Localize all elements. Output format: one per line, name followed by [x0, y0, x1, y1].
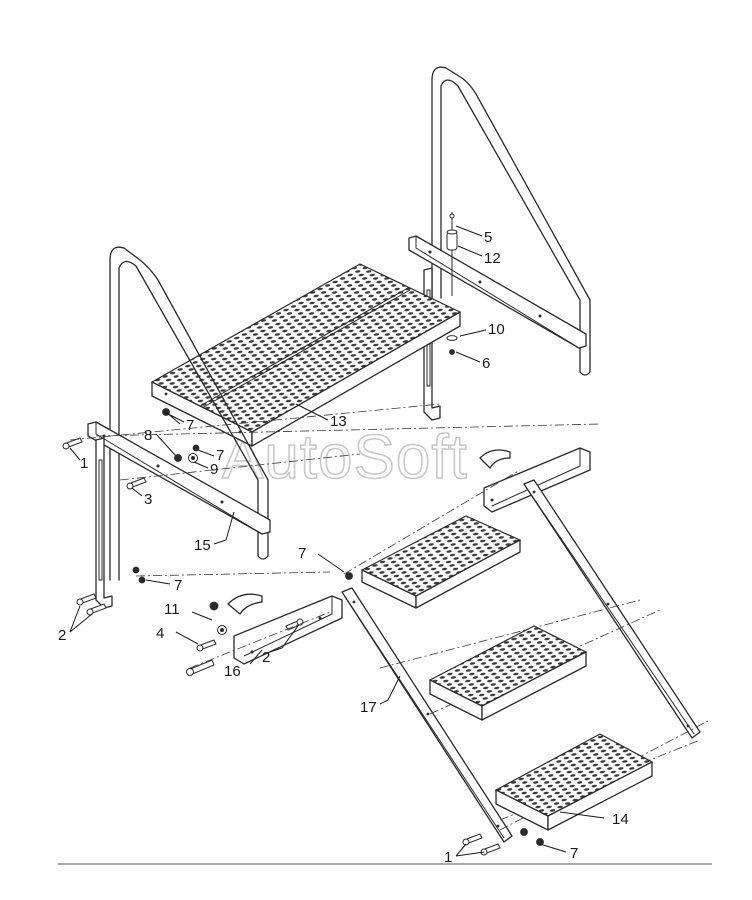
- callout-2-bracket: 2: [262, 649, 270, 666]
- callout-6: 6: [482, 355, 490, 372]
- step-grating-middle: [428, 625, 588, 721]
- callout-7-platform: 7: [186, 417, 194, 434]
- stringer-17: [341, 587, 513, 843]
- callout-5: 5: [484, 229, 492, 246]
- callout-14: 14: [612, 811, 629, 828]
- stringer-right: [523, 479, 701, 739]
- callout-1-bottom: 1: [444, 849, 452, 866]
- callout-16: 16: [224, 663, 241, 680]
- callout-12: 12: [484, 250, 501, 267]
- callout-17: 17: [360, 699, 377, 716]
- callout-7-stair-top: 7: [298, 545, 306, 562]
- callout-7-washer: 7: [216, 447, 224, 464]
- callout-7-bottom: 7: [570, 845, 578, 862]
- callout-10: 10: [488, 321, 505, 338]
- bracket-16: [186, 572, 353, 676]
- upper-right-bracket: [479, 447, 591, 513]
- leader-lines: [69, 225, 605, 857]
- callout-4: 4: [156, 625, 164, 642]
- callout-8: 8: [144, 427, 152, 444]
- step-grating-bottom-14: [494, 733, 654, 831]
- left-handrail-assembly-15: [87, 246, 271, 609]
- platform-grating-13: [150, 263, 462, 447]
- callout-3: 3: [144, 491, 152, 508]
- callout-labels: 5 12 10 6 13 7 8 7 9 1 3 15 7 7 2 11 4 1…: [58, 229, 629, 866]
- callout-13: 13: [330, 413, 347, 430]
- callout-15: 15: [194, 537, 211, 554]
- callout-11: 11: [164, 601, 180, 618]
- callout-2-leg: 2: [58, 627, 66, 644]
- callout-7-leg: 7: [174, 577, 182, 594]
- step-grating-top: [360, 515, 522, 609]
- right-handrail-assembly: [408, 66, 591, 421]
- callout-9: 9: [210, 461, 218, 478]
- callout-1-upper: 1: [80, 455, 88, 472]
